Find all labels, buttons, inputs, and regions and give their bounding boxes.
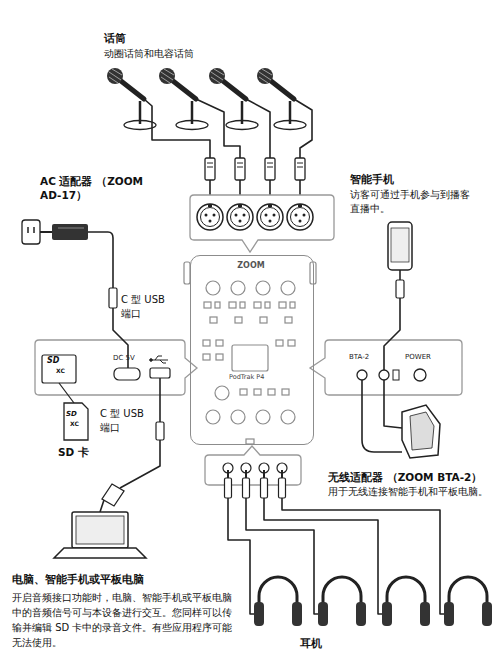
callout-title: SD 卡: [58, 445, 89, 459]
callout-title: 无线适配器 （ZOOM BTA-2）: [328, 470, 482, 484]
model-name: PodTrak P4: [229, 373, 264, 382]
callout-title: AC 适配器 （ZOOM AD-17）: [40, 174, 144, 202]
device-body: ZOOM PodTrak P4: [190, 255, 314, 445]
logo-text: XC: [70, 420, 79, 428]
port-label: DC 5V: [113, 354, 135, 363]
callout-text: 用于无线连接智能手机和平板电脑。: [328, 485, 488, 499]
callout-text: 开启音频接口功能时，电脑、智能手机或平板电脑中的音频信号可与本设备进行交互。您同…: [12, 590, 240, 650]
logo-text: XC: [56, 367, 65, 375]
callout-title: 电脑、智能手机或平板电脑: [12, 572, 144, 586]
callout-title: 话筒: [104, 32, 126, 47]
side-panel-right: BTA-2 POWER: [325, 340, 462, 395]
port-label: BTA-2: [349, 353, 369, 362]
brand-logo: ZOOM: [191, 261, 311, 272]
port-label: C 型 USB 端口: [100, 407, 152, 434]
callout-title: 耳机: [300, 636, 322, 650]
callout-title: 智能手机: [350, 172, 394, 186]
callout-text: 访客可通过手机参与到播客直播中。: [350, 188, 478, 215]
callout-text: 动圈话筒和电容话筒: [104, 47, 194, 61]
button-label: POWER: [405, 353, 431, 362]
logo-text: SD: [47, 356, 59, 367]
port-label: C 型 USB 端口: [121, 293, 175, 320]
logo-text: SD: [66, 410, 77, 419]
